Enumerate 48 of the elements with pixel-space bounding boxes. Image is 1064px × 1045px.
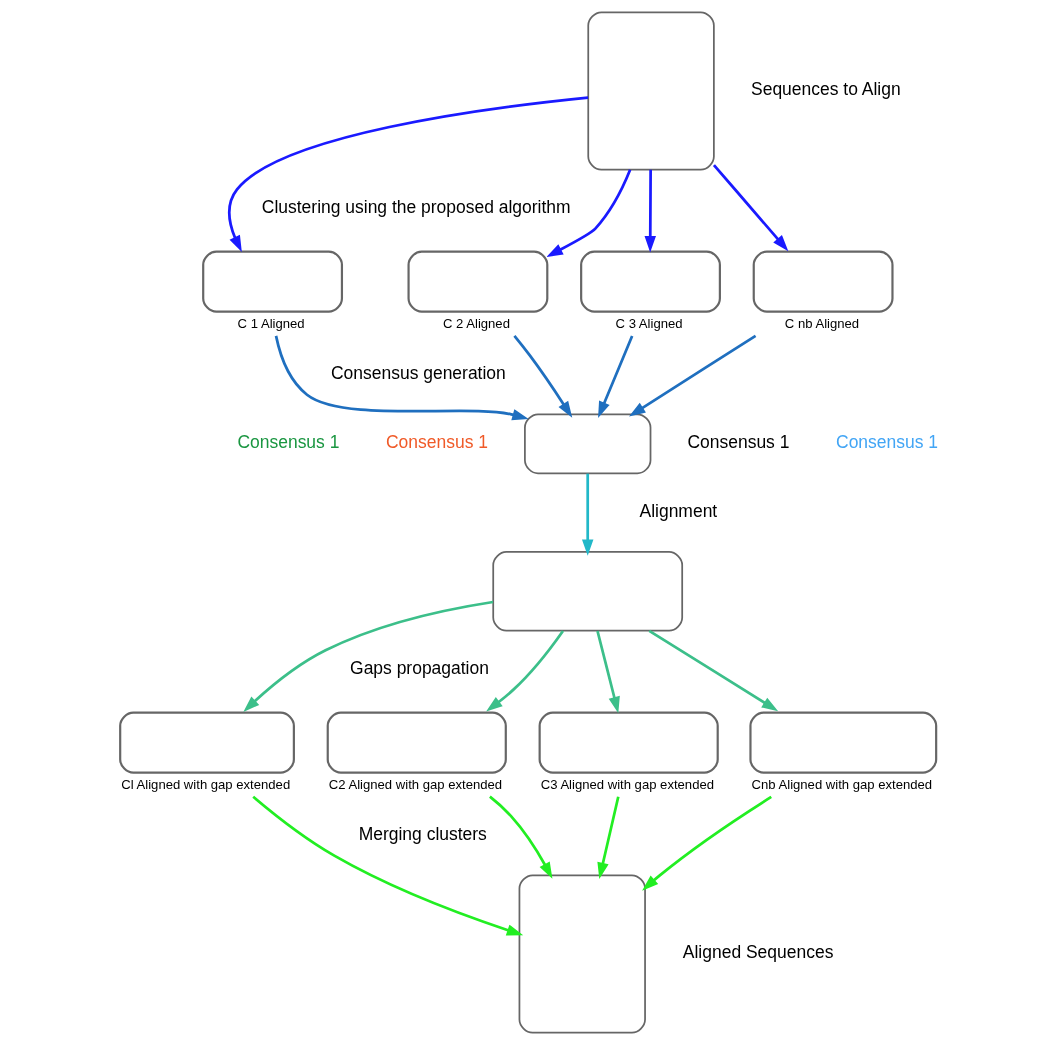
node-box [538,711,719,774]
arrow [644,169,657,253]
arrow [252,795,524,936]
arrow [648,629,779,712]
node-label: Consensus 1 [687,432,790,452]
arrow [629,334,757,417]
node-label: C3 Aligned with gap extended [540,776,714,792]
arrow [712,164,789,252]
node-label: C 1 Aligned [237,315,305,331]
node-label: C 2 Aligned [442,315,510,331]
node-label: Cnb Aligned with gap extended [751,776,933,792]
node-box [749,711,938,774]
label: Alignment [639,500,718,521]
arrow [274,335,529,421]
node-box [202,250,343,313]
node-label: Consensus 1 [237,432,340,452]
arrow [642,795,772,891]
label: Consensus generation [330,363,506,384]
label: Gaps propagation [350,658,489,679]
node-box [752,250,894,313]
node-label: Aligned Sequences [682,942,834,963]
node-label: Consensus 1 [385,432,488,452]
node-box [524,413,652,475]
node-label: Consensus 1 [836,432,938,452]
node-box [492,551,684,632]
node-label: C nb Aligned [784,315,860,331]
arrow [489,795,553,879]
node-box [326,711,507,774]
arrow [513,334,573,418]
arrow [581,473,594,556]
node-label: C 3 Aligned [615,315,683,331]
label: Merging clusters [358,824,487,845]
node-label: Sequences to Align [751,79,901,100]
node-box [407,250,549,313]
node-box [119,711,295,774]
node-label: C2 Aligned with gap extended [328,776,503,792]
arrow [243,600,494,712]
node-label: Cl Aligned with gap extended [121,776,291,792]
arrow [546,169,632,257]
arrow [598,335,634,418]
arrow [597,796,620,880]
arrow [227,96,589,252]
label: Clustering using the proposed algorithm [261,197,571,218]
node-box [518,874,646,1034]
arrow [596,630,620,714]
node-box [587,11,715,171]
node-box [580,250,721,313]
arrow [486,630,565,712]
